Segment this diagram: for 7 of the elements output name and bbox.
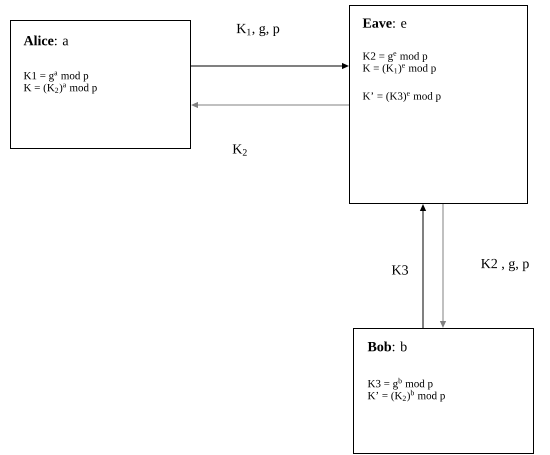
edge-label: K$_{1}$, g, p <box>235 22 281 38</box>
edge-label: K2 , g, p <box>480 258 530 272</box>
edge-label: K3 <box>390 264 410 276</box>
person-box: Bob: b K3 = g$^{b}$ mod p K’ = (K$_{2}$)$^{b}$ mod p <box>353 328 534 454</box>
person-box: Eave: e K2 = g$^{e}$ mod p K = (K$_{1}$)$^{e}$ mod p K’ = (K3)$^{e}$ mod p <box>349 5 528 204</box>
edge-label: K$_{2}$ <box>231 143 249 157</box>
person-box: Alice: a K1 = g$^{a}$ mod p K = (K$_{2}$)$^{a}$ mod p <box>10 20 191 149</box>
